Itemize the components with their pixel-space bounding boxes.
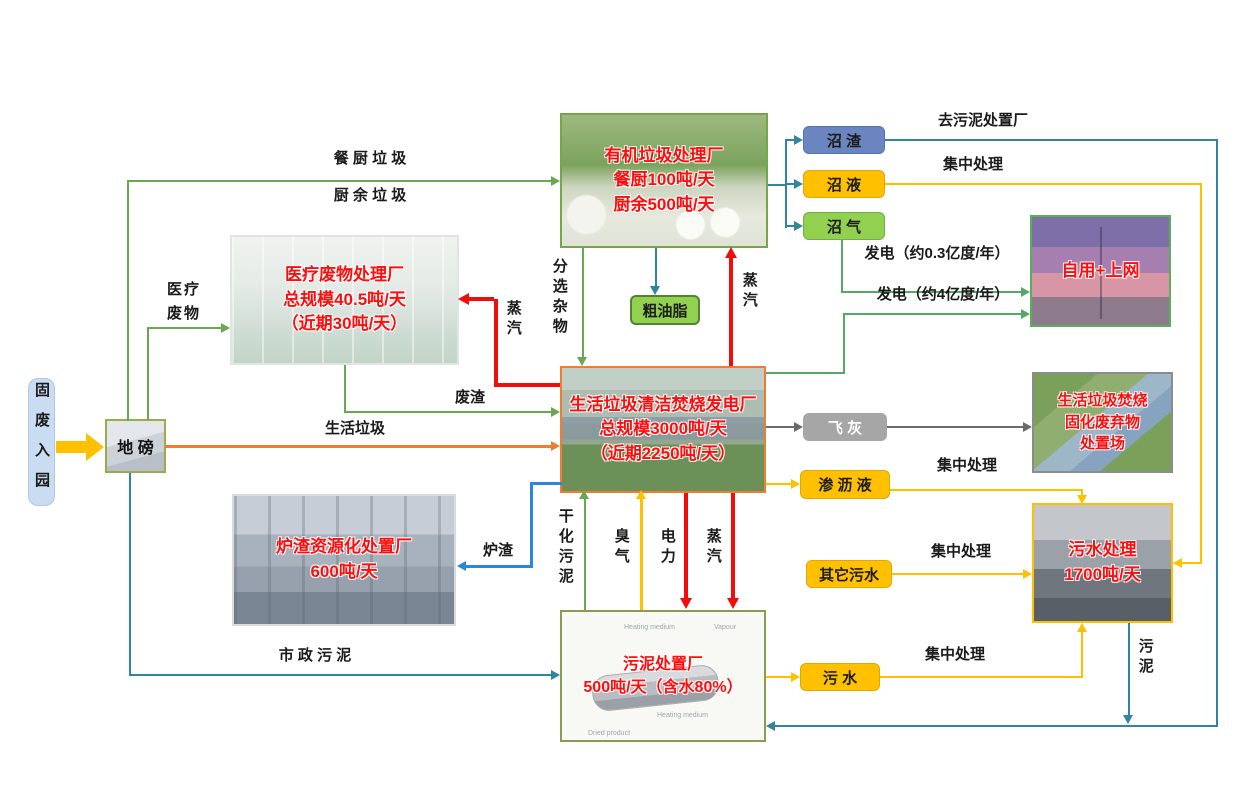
sludge-plant-capacity: 500吨/天（含水80%） — [583, 679, 743, 696]
sorting-impurities-label: 分选杂物 — [550, 258, 568, 338]
municipal-sludge-label: 市 政 污 泥 — [278, 647, 352, 664]
power-tower-graphic — [1100, 227, 1102, 319]
organic-plant-capacity-1: 餐厨100吨/天 — [613, 170, 715, 190]
sludge-diagram-heating-top: Heating medium — [624, 624, 675, 631]
steam-to-organic-label: 蒸汽 — [740, 272, 758, 312]
medical-waste-label: 医疗废物 — [166, 281, 201, 322]
tag-fly-ash: 飞 灰 — [803, 413, 887, 441]
sludge-diagram-vapour: Vapour — [714, 624, 737, 631]
steam-to-sludge-label: 蒸汽 — [704, 528, 722, 568]
entry-label: 固废入园 — [33, 382, 50, 502]
power-use-label: 自用+上网 — [1061, 260, 1140, 280]
centralized-leachate-label: 集中处理 — [936, 457, 997, 474]
tag-biogas-slurry: 沼 液 — [803, 170, 885, 198]
medical-plant-capacity-1: 总规模40.5吨/天 — [283, 289, 406, 309]
food-waste-label: 厨 余 垃 圾 — [333, 187, 407, 204]
kitchen-waste-label: 餐 厨 垃 圾 — [333, 150, 407, 167]
centralized-slurry-label: 集中处理 — [942, 156, 1003, 173]
sludge-diagram-heating-bottom: Heating medium — [657, 712, 708, 719]
node-solid-waste-entry: 固废入园 — [28, 378, 55, 506]
node-sludge-plant: Heating medium Vapour Heating medium Dri… — [560, 610, 766, 742]
node-power-use: 自用+上网 — [1030, 215, 1171, 327]
steam-to-medical-label: 蒸汽 — [504, 300, 522, 340]
power-gen-biogas-label: 发电（约0.3亿度/年） — [864, 245, 1010, 262]
to-sludge-plant-label: 去污泥处置厂 — [937, 112, 1028, 129]
slag-plant-title: 炉渣资源化处置厂 — [276, 537, 412, 557]
organic-plant-title: 有机垃圾处理厂 — [604, 145, 724, 165]
node-sewage-plant: 污水处理 1700吨/天 — [1032, 503, 1173, 623]
sludge-return-label: 污泥 — [1136, 638, 1154, 678]
node-organic-plant: 有机垃圾处理厂 餐厨100吨/天 厨余500吨/天 — [560, 113, 768, 248]
waste-residue-label: 废渣 — [454, 389, 485, 406]
power-gen-incineration-label: 发电（约4亿度/年） — [876, 286, 1010, 303]
medical-plant-title: 医疗废物处理厂 — [284, 265, 404, 285]
sludge-diagram-dried: Dried product — [588, 730, 631, 737]
node-incineration-plant: 生活垃圾清洁焚烧发电厂 总规模3000吨/天 （近期2250吨/天） — [560, 366, 766, 493]
tag-leachate: 渗 沥 液 — [800, 470, 890, 499]
node-disposal-site: 生活垃圾焚烧 固化废弃物 处置场 — [1032, 372, 1173, 473]
slag-plant-capacity: 600吨/天 — [310, 562, 378, 581]
incineration-plant-capacity-2: （近期2250吨/天） — [590, 443, 736, 463]
tag-biogas: 沼 气 — [803, 212, 885, 240]
weighbridge-label: 地 磅 — [117, 440, 154, 457]
incineration-plant-capacity-1: 总规模3000吨/天 — [599, 419, 727, 439]
odor-label: 臭气 — [612, 528, 630, 568]
centralized-sewage-label: 集中处理 — [924, 646, 985, 663]
tag-biogas-residue: 沼 渣 — [803, 126, 885, 154]
tag-sewage-water: 污 水 — [800, 663, 880, 691]
centralized-other-label: 集中处理 — [930, 543, 991, 560]
incineration-plant-title: 生活垃圾清洁焚烧发电厂 — [569, 394, 757, 414]
node-weighbridge: 地 磅 — [105, 419, 166, 473]
sewage-plant-capacity: 1700吨/天 — [1064, 565, 1141, 584]
node-medical-plant: 医疗废物处理厂 总规模40.5吨/天 （近期30吨/天） — [230, 235, 459, 365]
dried-sludge-label: 干化污泥 — [556, 508, 574, 588]
disposal-site-title-1: 生活垃圾焚烧 — [1057, 391, 1148, 409]
tag-crude-grease: 粗油脂 — [630, 295, 700, 325]
disposal-site-title-2: 固化废弃物 — [1064, 413, 1140, 431]
bottom-slag-label: 炉渣 — [482, 542, 513, 559]
node-slag-plant: 炉渣资源化处置厂 600吨/天 — [232, 494, 456, 626]
sludge-plant-title: 污泥处置厂 — [622, 655, 703, 673]
organic-plant-capacity-2: 厨余500吨/天 — [613, 194, 715, 214]
medical-plant-capacity-2: （近期30吨/天） — [281, 314, 408, 334]
tag-other-sewage: 其它污水 — [806, 560, 892, 588]
disposal-site-title-3: 处置场 — [1079, 435, 1125, 453]
domestic-waste-label: 生活垃圾 — [324, 420, 385, 437]
electricity-label: 电力 — [658, 528, 676, 568]
sewage-plant-title: 污水处理 — [1068, 540, 1137, 560]
